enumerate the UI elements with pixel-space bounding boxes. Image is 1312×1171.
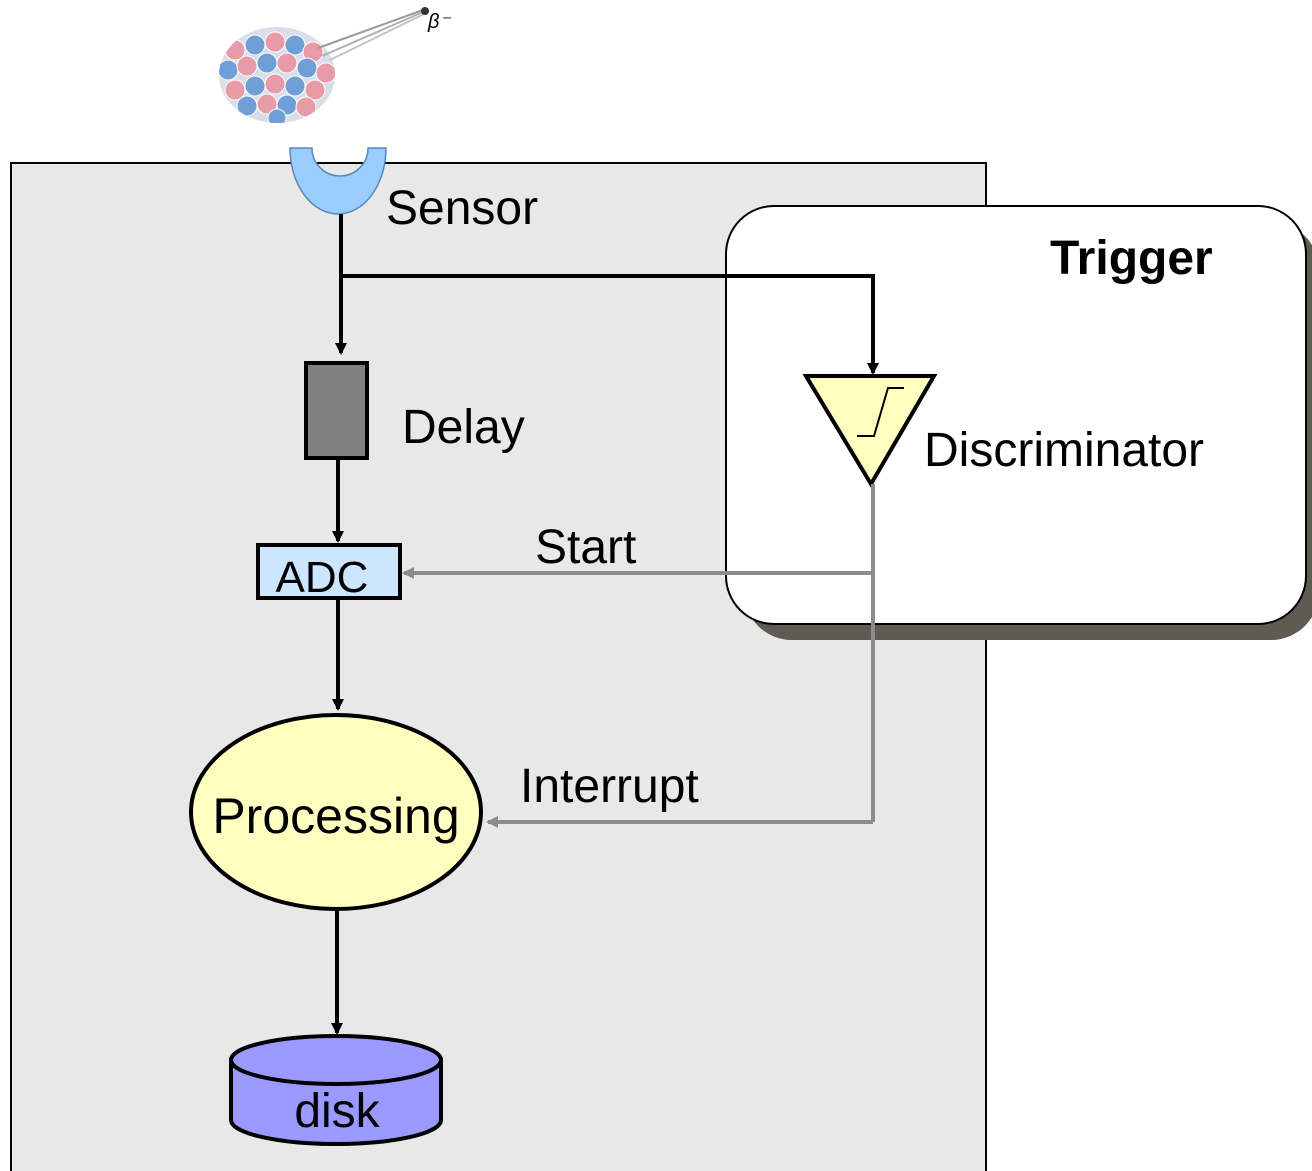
threshold-step-icon	[857, 387, 904, 437]
trigger-box	[725, 205, 1307, 625]
nucleus-icon	[219, 27, 335, 123]
adc-block	[256, 543, 402, 600]
disk-icon	[229, 1034, 443, 1146]
trigger-title: Trigger	[1050, 232, 1213, 285]
sensor-to-discriminator-arrow	[341, 274, 879, 375]
processing-label: Processing	[212, 788, 459, 844]
delay-block	[304, 361, 369, 460]
interrupt-label: Interrupt	[520, 760, 699, 813]
sensor-label: Sensor	[386, 182, 538, 235]
discriminator-icon	[802, 374, 938, 488]
delay-label: Delay	[402, 401, 525, 454]
disk-label: disk	[294, 1085, 380, 1138]
beta-label: β⁻	[427, 11, 451, 33]
discriminator-label: Discriminator	[924, 424, 1204, 477]
sensor-icon	[289, 147, 387, 215]
start-label: Start	[535, 521, 636, 574]
beta-track-icon	[317, 7, 429, 61]
adc-label: ADC	[276, 553, 369, 602]
